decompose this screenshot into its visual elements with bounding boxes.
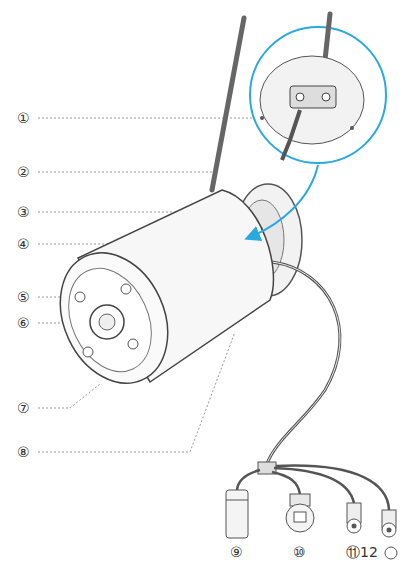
callout-number: ⑪12 bbox=[345, 544, 379, 560]
callout-number: ③ bbox=[16, 204, 31, 220]
callout-circle bbox=[385, 547, 397, 559]
connector-cap bbox=[226, 490, 248, 538]
callout-number: ④ bbox=[16, 236, 31, 252]
camera-body bbox=[40, 190, 274, 401]
detail-inset bbox=[250, 14, 386, 163]
detail-arrow bbox=[248, 165, 318, 238]
callout-number: ⑥ bbox=[16, 315, 31, 331]
power-connector bbox=[347, 503, 361, 533]
callout-number: ⑨ bbox=[229, 544, 244, 560]
callout-number: ② bbox=[16, 164, 31, 180]
callout-number: ① bbox=[16, 110, 31, 126]
callout-number: ⑧ bbox=[16, 444, 31, 460]
callout-number: ⑤ bbox=[16, 289, 31, 305]
callout-number: ⑦ bbox=[16, 400, 31, 416]
callout-number: ⑩ bbox=[292, 544, 307, 560]
network-connector bbox=[286, 494, 314, 532]
power-connector bbox=[382, 510, 396, 537]
cable-branches bbox=[237, 466, 389, 510]
antenna bbox=[212, 18, 244, 190]
